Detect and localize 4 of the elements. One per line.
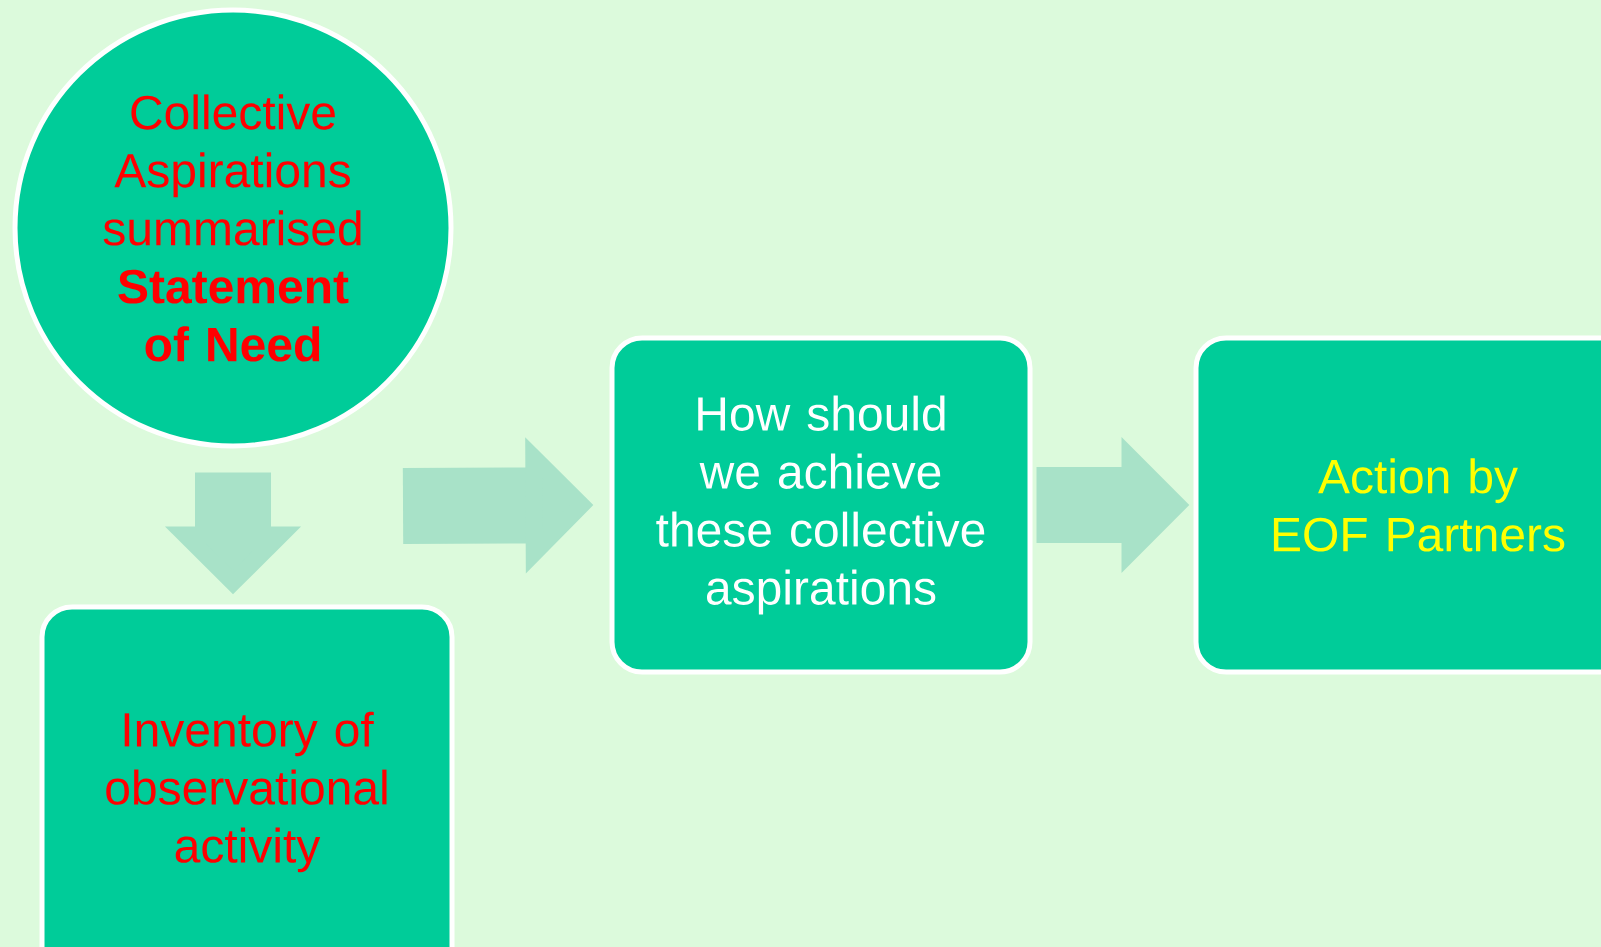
process-box: Inventory of observational activity bbox=[39, 604, 455, 947]
circle-node: Collective Aspirations summarised Statement of Need bbox=[12, 7, 454, 449]
process-box: Action by EOF Partners bbox=[1193, 335, 1601, 675]
process-box: How should we achieve these collective aspirations bbox=[609, 335, 1033, 675]
